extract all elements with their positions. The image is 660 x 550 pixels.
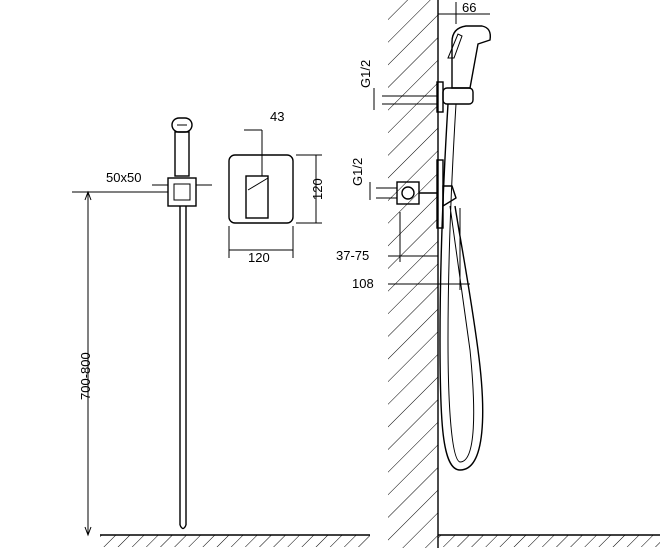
holder-bracket [167,177,197,207]
plate-lever [245,175,269,219]
side-section-view: 66 G1/2 G1/2 37-75 108 [336,0,660,548]
height-arrow-top [84,190,92,201]
height-arrow-bottom [84,526,92,537]
side-hose-inner [447,103,475,463]
outlet-offset-label: 108 [352,276,374,291]
plate-height-label: 120 [310,178,325,200]
top-projection-label: 66 [462,0,476,15]
side-sprayer [451,25,492,89]
height-dim-label: 700-800 [78,352,93,400]
front-view-plate: 43 120 120 [228,109,325,265]
floor-hatch [100,535,370,547]
plate-width-label: 120 [248,250,270,265]
lever-bevel [247,177,269,191]
thread-bottom-label: G1/2 [350,158,365,186]
thread-top-label: G1/2 [358,60,373,88]
wall-depth-label: 37-75 [336,248,369,263]
wall-plate [228,154,294,224]
sprayer-trigger [447,33,463,59]
front-view-hose: 50x50 700-800 [72,117,370,547]
floor-hatch-right [438,535,660,547]
wall-hatch [388,0,438,548]
side-hose-outer [439,103,484,471]
handset-dim-label: 50x50 [106,170,141,185]
hose-end [179,524,187,530]
mixer-valve [401,186,415,200]
holder-inner [173,183,191,201]
plate-depth-label: 43 [270,109,284,124]
hose-outlet [442,185,457,208]
top-holder-body [442,87,474,105]
sprayer-handle [174,131,190,177]
